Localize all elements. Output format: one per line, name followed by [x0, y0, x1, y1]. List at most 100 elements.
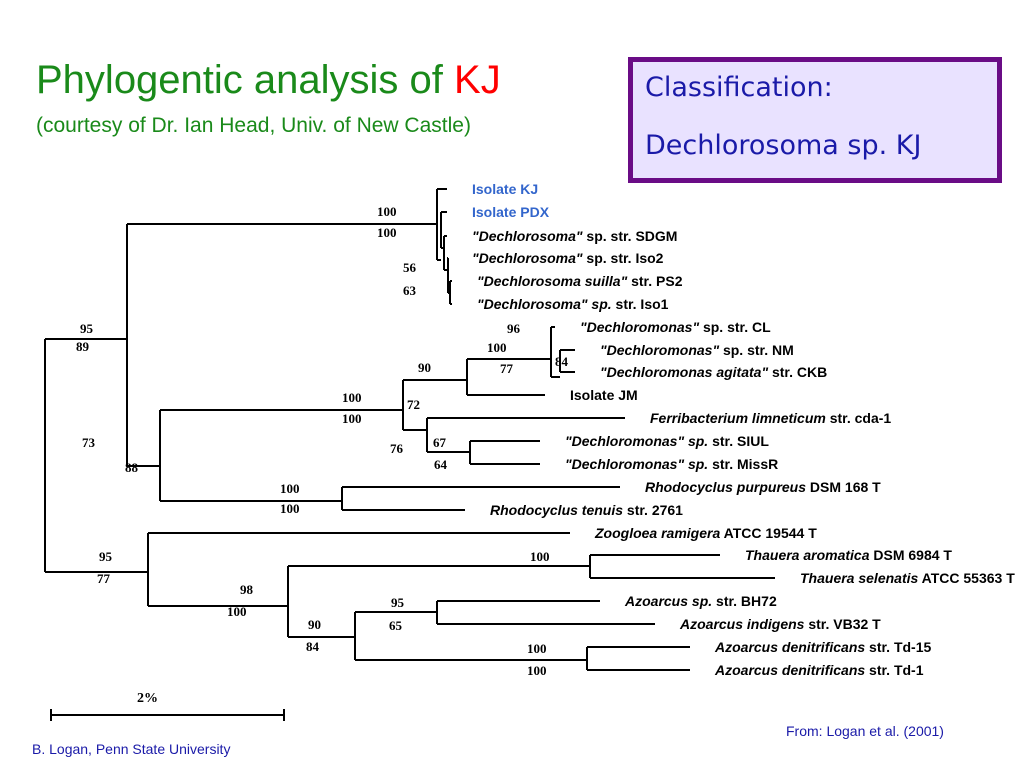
bootstrap-value: 100 — [342, 390, 362, 405]
taxon-plain: str. PS2 — [627, 273, 682, 289]
taxon-italic: "Dechloromonas agitata" — [600, 364, 768, 380]
bootstrap-value: 84 — [555, 354, 569, 369]
taxon-label: Rhodocyclus tenuis str. 2761 — [490, 502, 683, 518]
classification-label: Classification: — [645, 72, 833, 103]
bootstrap-value: 72 — [407, 397, 420, 412]
taxon-label: "Dechloromonas" sp. str. MissR — [565, 456, 778, 472]
bootstrap-value: 100 — [280, 481, 300, 496]
bootstrap-value: 95 — [99, 549, 113, 564]
taxon-label: "Dechlorosoma" sp. str. Iso2 — [472, 250, 664, 266]
taxon-label: Azoarcus sp. str. BH72 — [624, 593, 777, 609]
taxon-italic: Ferribacterium limneticum — [650, 410, 826, 426]
taxon-label: "Dechlorosoma" sp. str. SDGM — [472, 228, 677, 244]
bootstrap-value: 65 — [389, 618, 403, 633]
author-credit: B. Logan, Penn State University — [32, 741, 231, 757]
taxon-label: Azoarcus denitrificans str. Td-1 — [714, 662, 924, 678]
taxon-italic: Zoogloea ramigera — [594, 525, 720, 541]
bootstrap-value: 95 — [80, 321, 94, 336]
classification-box: Classification: Dechlorosoma sp. KJ — [628, 57, 1002, 183]
taxon-italic: "Dechlorosoma" — [472, 250, 583, 266]
bootstrap-value: 76 — [390, 441, 404, 456]
taxon-label: Thauera selenatis ATCC 55363 T — [800, 570, 1015, 586]
taxon-italic: Rhodocyclus purpureus — [645, 479, 806, 495]
taxon-italic: "Dechloromonas" — [600, 342, 719, 358]
taxon-italic: Azoarcus sp. — [624, 593, 712, 609]
taxon-label: "Dechloromonas agitata" str. CKB — [600, 364, 827, 380]
taxon-italic: Rhodocyclus tenuis — [490, 502, 623, 518]
taxon-label: Isolate JM — [570, 387, 638, 403]
slide-subtitle: (courtesy of Dr. Ian Head, Univ. of New … — [36, 114, 471, 137]
taxon-label: "Dechlorosoma" sp. str. Iso1 — [477, 296, 669, 312]
taxon-label: Zoogloea ramigera ATCC 19544 T — [594, 525, 817, 541]
bootstrap-value: 77 — [500, 361, 514, 376]
bootstrap-value: 64 — [434, 457, 448, 472]
taxon-label: "Dechloromonas" sp. str. NM — [600, 342, 794, 358]
taxon-plain: ATCC 19544 T — [720, 525, 817, 541]
taxon-plain: ATCC 55363 T — [918, 570, 1015, 586]
taxon-plain: str. MissR — [708, 456, 778, 472]
taxon-plain: Isolate JM — [570, 387, 638, 403]
bootstrap-value: 56 — [403, 260, 417, 275]
taxon-italic: Thauera selenatis — [800, 570, 918, 586]
bootstrap-value: 73 — [82, 435, 96, 450]
bootstrap-value: 90 — [418, 360, 431, 375]
taxon-plain: Isolate PDX — [472, 204, 550, 220]
bootstrap-value: 89 — [76, 339, 90, 354]
scale-bar: 2% — [50, 691, 285, 721]
taxon-italic: Azoarcus denitrificans — [714, 639, 865, 655]
taxon-italic: "Dechlorosoma" — [472, 228, 583, 244]
bootstrap-value: 98 — [240, 582, 254, 597]
taxon-italic: Thauera aromatica — [745, 547, 870, 563]
taxon-label: Isolate PDX — [472, 204, 550, 220]
classification-value: Dechlorosoma sp. KJ — [645, 130, 922, 161]
bootstrap-value: 100 — [377, 225, 397, 240]
taxon-plain: sp. str. Iso2 — [583, 250, 664, 266]
taxon-italic: "Dechloromonas" sp. — [565, 456, 708, 472]
taxon-plain: str. 2761 — [623, 502, 683, 518]
taxon-italic: Azoarcus indigens — [679, 616, 805, 632]
taxon-plain: str. cda-1 — [826, 410, 892, 426]
bootstrap-value: 100 — [280, 501, 300, 516]
bootstrap-value: 63 — [403, 283, 417, 298]
taxon-label: Rhodocyclus purpureus DSM 168 T — [645, 479, 881, 495]
taxon-plain: sp. str. NM — [719, 342, 794, 358]
bootstrap-value: 90 — [308, 617, 321, 632]
bootstrap-value: 95 — [391, 595, 405, 610]
taxon-plain: sp. str. CL — [699, 319, 771, 335]
taxon-label: Thauera aromatica DSM 6984 T — [745, 547, 952, 563]
taxon-italic: "Dechlorosoma suilla" — [477, 273, 628, 289]
slide-title: Phylogentic analysis of KJ — [36, 58, 501, 103]
scale-bar-label: 2% — [137, 691, 158, 706]
bootstrap-value: 100 — [527, 641, 547, 656]
taxon-labels: Isolate KJ Isolate PDX "Dechlorosoma" sp. … — [472, 181, 1015, 678]
bootstrap-value: 100 — [530, 549, 550, 564]
taxon-label: Azoarcus denitrificans str. Td-15 — [714, 639, 932, 655]
bootstrap-value: 100 — [377, 204, 397, 219]
source-citation: From: Logan et al. (2001) — [786, 723, 944, 739]
bootstrap-value: 100 — [527, 663, 547, 678]
taxon-plain: DSM 6984 T — [870, 547, 953, 563]
taxon-plain: str. SIUL — [708, 433, 769, 449]
taxon-plain: str. CKB — [768, 364, 827, 380]
taxon-plain: str. BH72 — [712, 593, 777, 609]
taxon-plain: str. Td-15 — [865, 639, 931, 655]
taxon-italic: Azoarcus denitrificans — [714, 662, 865, 678]
title-main: Phylogentic analysis of — [36, 58, 443, 102]
taxon-plain: Isolate KJ — [472, 181, 538, 197]
taxon-plain: str. VB32 T — [804, 616, 881, 632]
bootstrap-value: 84 — [306, 639, 320, 654]
taxon-italic: "Dechlorosoma" sp. — [477, 296, 612, 312]
taxon-italic: "Dechloromonas" sp. — [565, 433, 708, 449]
bootstrap-value: 88 — [125, 460, 139, 475]
bootstrap-value: 77 — [97, 571, 111, 586]
bootstrap-value: 67 — [433, 435, 447, 450]
bootstrap-value: 96 — [507, 321, 521, 336]
taxon-label: Ferribacterium limneticum str. cda-1 — [650, 410, 891, 426]
taxon-label: "Dechlorosoma suilla" str. PS2 — [477, 273, 683, 289]
taxon-plain: str. Td-1 — [865, 662, 924, 678]
taxon-plain: str. Iso1 — [612, 296, 669, 312]
taxon-label: "Dechloromonas" sp. str. CL — [580, 319, 771, 335]
bootstrap-labels: 100 100 56 63 96 100 77 84 90 100 100 72 67 76 64 100 10… — [76, 204, 569, 678]
bootstrap-value: 100 — [342, 411, 362, 426]
